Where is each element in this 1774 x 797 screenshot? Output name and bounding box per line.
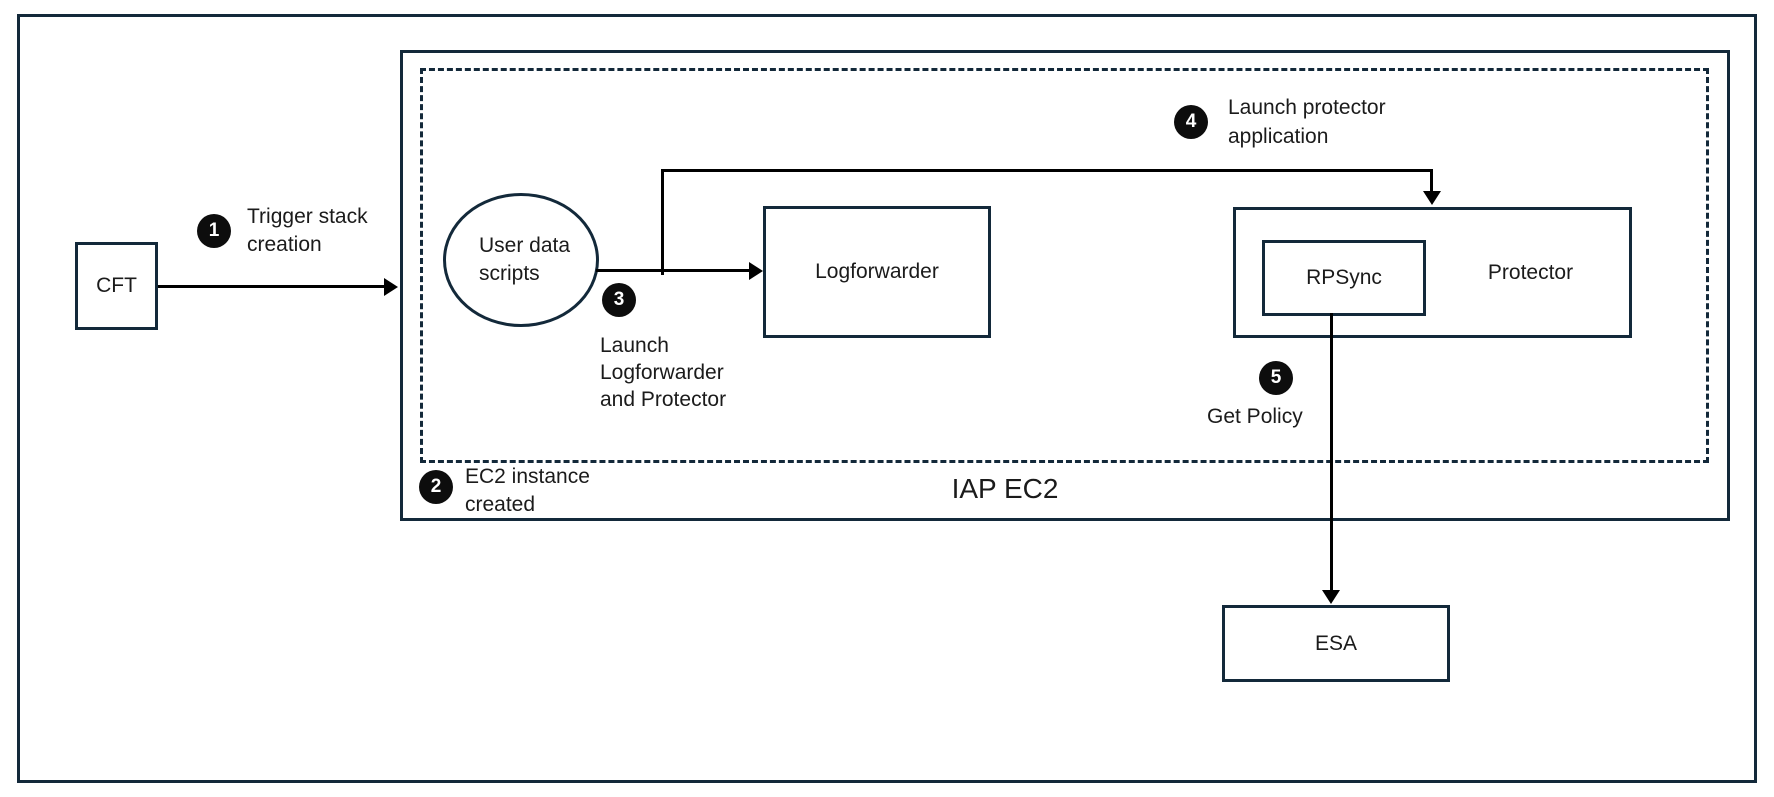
step-4-badge: 4 xyxy=(1174,105,1208,139)
launch-protector-riser-line xyxy=(661,169,664,275)
step-2-badge: 2 xyxy=(419,470,453,504)
esa-node: ESA xyxy=(1222,605,1450,682)
get-policy-arrowhead-icon xyxy=(1322,590,1340,604)
step-5-badge: 5 xyxy=(1259,361,1293,395)
step-2-label: EC2 instance created xyxy=(465,465,590,516)
step-2-number: 2 xyxy=(430,476,442,497)
launch-protector-drop-line xyxy=(1430,169,1433,193)
launch-protector-top-line xyxy=(661,169,1433,172)
cft-node: CFT xyxy=(75,242,158,330)
step-3-label: Launch Logforwarder and Protector xyxy=(600,334,727,411)
cft-label: CFT xyxy=(96,274,137,297)
user-data-scripts-node: User data scripts xyxy=(443,193,599,327)
trigger-stack-arrowhead-icon xyxy=(384,278,398,296)
esa-label: ESA xyxy=(1314,631,1358,655)
step-1-number: 1 xyxy=(208,220,220,241)
outer-frame xyxy=(17,14,1757,783)
step-4-label: Launch protector application xyxy=(1228,96,1386,148)
step-3-badge: 3 xyxy=(602,283,636,317)
step-1-badge: 1 xyxy=(197,214,231,248)
step-5-number: 5 xyxy=(1270,367,1282,388)
launch-protector-arrowhead-icon xyxy=(1423,191,1441,205)
trigger-stack-arrow-line xyxy=(158,285,386,288)
rpsync-node: RPSync xyxy=(1262,240,1426,316)
user-data-scripts-label: User data scripts xyxy=(479,234,571,285)
logforwarder-label: Logforwarder xyxy=(815,260,939,283)
ec2-instance-dashed-boundary xyxy=(420,68,1709,463)
step-1-label: Trigger stack creation xyxy=(247,205,368,256)
step-5-label: Get Policy xyxy=(1207,405,1303,428)
launch-logforwarder-arrowhead-icon xyxy=(749,262,763,280)
step-3-number: 3 xyxy=(613,289,625,310)
iap-ec2-container xyxy=(400,50,1730,521)
step-4-number: 4 xyxy=(1185,111,1197,132)
protector-label: Protector xyxy=(1487,260,1574,284)
logforwarder-node: Logforwarder xyxy=(763,206,991,338)
protector-node: RPSync Protector xyxy=(1233,207,1632,338)
get-policy-arrow-line xyxy=(1330,313,1333,591)
launch-logforwarder-arrow-line xyxy=(596,269,749,272)
iap-ec2-label: IAP EC2 xyxy=(951,473,1059,504)
rpsync-label: RPSync xyxy=(1306,266,1382,289)
